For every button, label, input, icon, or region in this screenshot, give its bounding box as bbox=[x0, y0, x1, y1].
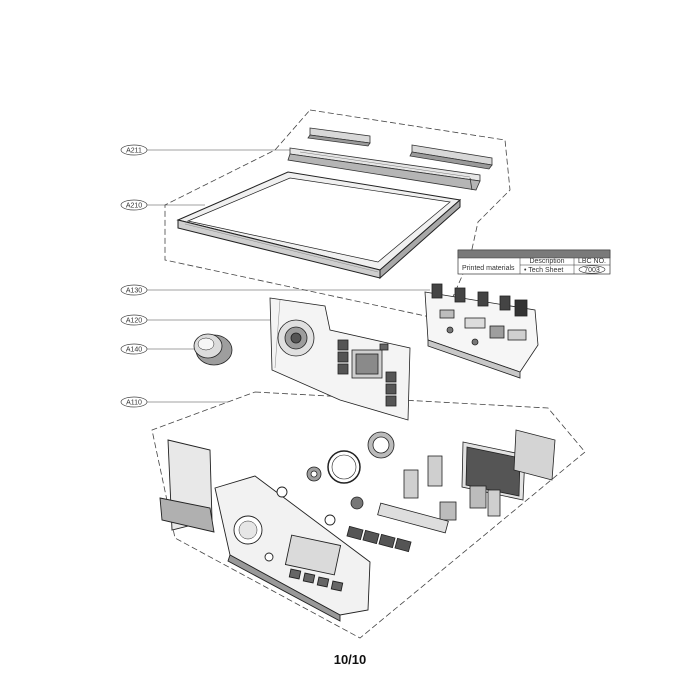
table-col-lbc-no: LBC NO. bbox=[578, 258, 606, 265]
part-a211-top-strips bbox=[287, 127, 493, 191]
callout-a130-label: A130 bbox=[126, 288, 142, 295]
callout-a211: A211 bbox=[120, 144, 148, 156]
callout-a210: A210 bbox=[120, 199, 148, 211]
page-number: 10/10 bbox=[333, 652, 367, 667]
callout-a130: A130 bbox=[120, 284, 148, 296]
leader-lines bbox=[147, 149, 430, 403]
callout-a140: A140 bbox=[120, 343, 148, 355]
callout-a110: A110 bbox=[120, 396, 148, 408]
table-item-code-circle bbox=[578, 265, 606, 274]
table-row-label: Printed materials bbox=[462, 265, 515, 272]
dashed-region-top bbox=[164, 109, 511, 319]
callout-a211-label: A211 bbox=[126, 148, 142, 155]
dashed-region-bottom bbox=[151, 391, 586, 639]
callout-a140-label: A140 bbox=[126, 347, 142, 354]
table-item-description: • Tech Sheet bbox=[524, 267, 563, 274]
table-col-description: Description bbox=[529, 258, 564, 265]
part-a130-main-pcb bbox=[424, 283, 539, 379]
printed-materials-table: Printed materials Description LBC NO. • … bbox=[457, 249, 611, 275]
part-a110-buttons bbox=[306, 429, 556, 553]
part-a110-control-panel bbox=[159, 439, 371, 622]
part-a140-knob bbox=[193, 333, 233, 366]
part-a210-top-panel bbox=[176, 171, 462, 280]
callout-a120: A120 bbox=[120, 314, 148, 326]
part-a120-display-pcb bbox=[269, 297, 411, 421]
callout-a120-label: A120 bbox=[126, 318, 142, 325]
table-item-code: 7003 bbox=[584, 267, 600, 274]
table-header-bar bbox=[457, 249, 611, 259]
callout-a210-label: A210 bbox=[126, 203, 142, 210]
callout-a110-label: A110 bbox=[126, 400, 142, 407]
